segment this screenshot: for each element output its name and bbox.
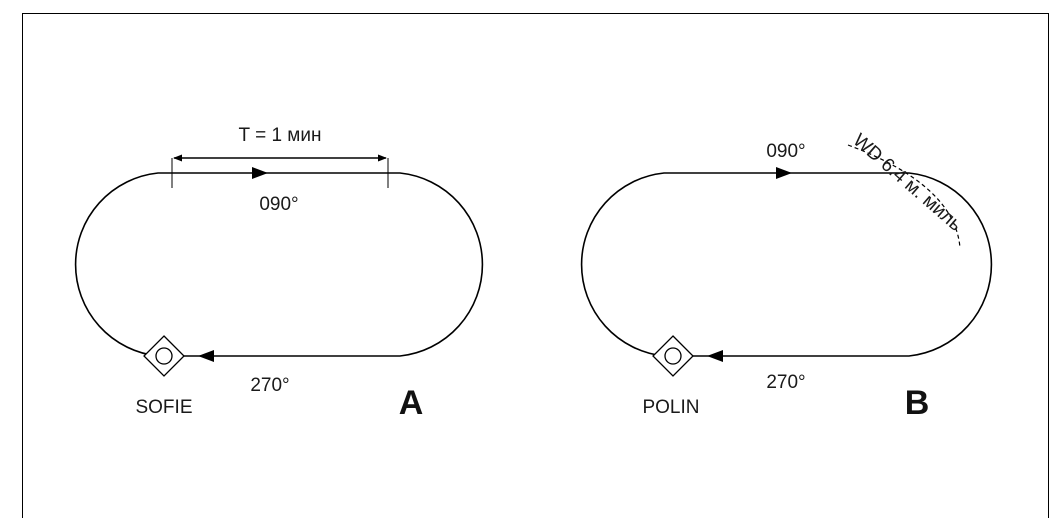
diagram-letter-a: A bbox=[399, 384, 424, 422]
holding-pattern-a: T = 1 мин 090° 270° SOFIE A bbox=[74, 125, 484, 422]
fix-name-label: SOFIE bbox=[135, 397, 192, 418]
inbound-heading-label: 270° bbox=[766, 372, 805, 393]
inbound-arrow-a bbox=[198, 350, 214, 362]
outbound-arrow-b bbox=[776, 167, 792, 179]
distance-label: WD 6.4 м. миль bbox=[849, 130, 966, 236]
racetrack-a bbox=[74, 172, 484, 357]
outbound-heading-label: 090° bbox=[259, 194, 298, 215]
fix-name-label: POLIN bbox=[642, 397, 699, 418]
outbound-heading-label: 090° bbox=[766, 141, 805, 162]
timing-label: T = 1 мин bbox=[239, 125, 322, 146]
diagram-letter-b: B bbox=[905, 384, 930, 422]
fix-symbol-a bbox=[143, 335, 185, 377]
inbound-heading-label: 270° bbox=[250, 375, 289, 396]
fix-symbol-b bbox=[652, 335, 694, 377]
diagram-frame bbox=[22, 13, 1049, 518]
distance-arc bbox=[847, 144, 961, 249]
holding-pattern-b: WD 6.4 м. миль 090° 270° POLIN B bbox=[580, 130, 993, 422]
outbound-arrow-a bbox=[252, 167, 268, 179]
inbound-arrow-b bbox=[707, 350, 723, 362]
racetrack-b bbox=[580, 172, 993, 357]
